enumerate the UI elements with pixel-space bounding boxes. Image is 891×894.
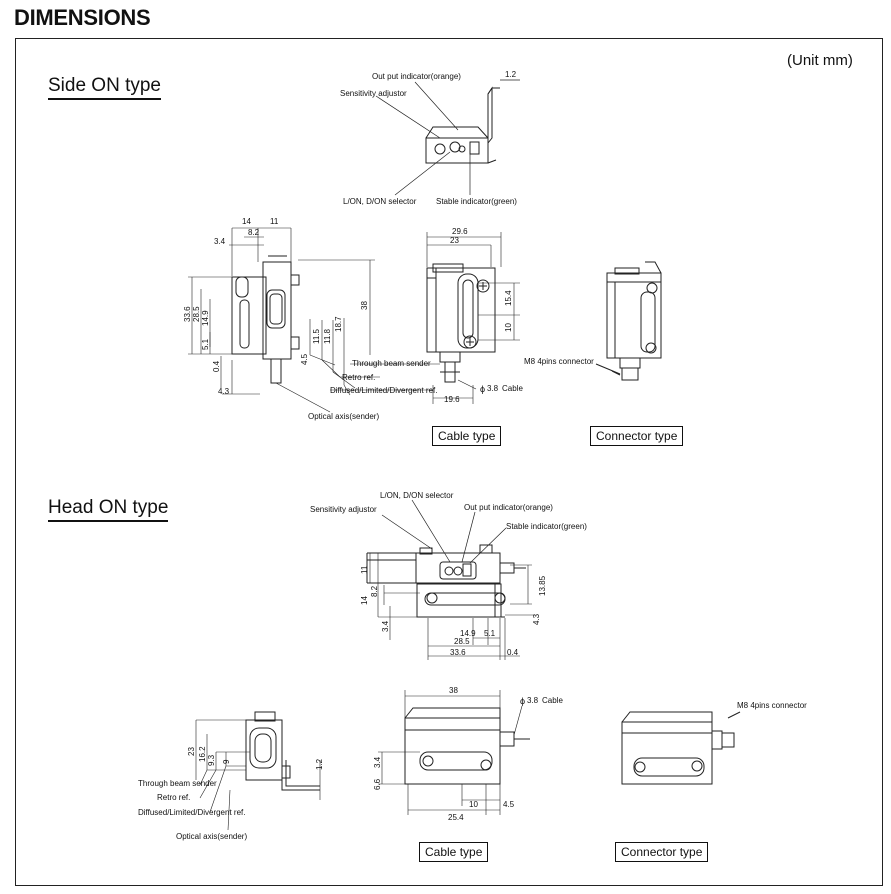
head-dim-38: 38: [449, 686, 458, 695]
side-connector-type-caption: Connector type: [590, 426, 684, 446]
side-dim-14-9: 14.9: [201, 310, 210, 326]
side-dim-0-4: 0.4: [212, 360, 221, 372]
side-dim-23: 23: [450, 236, 459, 245]
head-on-connector-type-view: [621, 711, 741, 785]
head-dim-4-5: 4.5: [503, 800, 515, 809]
side-dim-8-2: 8.2: [248, 228, 260, 237]
head-through-beam-label: Through beam sender: [138, 779, 217, 788]
side-selector-label: L/ON, D/ON selector: [343, 197, 417, 206]
side-cable-type-caption: Cable type: [432, 426, 502, 446]
head-dim-14-9: 14.9: [460, 629, 476, 638]
side-optical-axis-label: Optical axis(sender): [308, 412, 379, 421]
side-on-callout-leaders: [375, 79, 520, 196]
side-dim-19-6: 19.6: [444, 395, 460, 404]
head-on-top-view: [366, 544, 526, 618]
head-cable-dia: 3.8: [527, 696, 539, 705]
side-output-indicator-label: Out put indicator(orange): [372, 72, 461, 81]
head-dim-6-6: 6.6: [373, 778, 382, 790]
head-on-top-dimension-lines: [369, 553, 535, 660]
head-dim-5-1: 5.1: [484, 629, 496, 638]
side-m8-label: M8 4pins connector: [524, 357, 594, 366]
head-dim-9: 9: [222, 759, 231, 764]
head-dim-9-3: 9.3: [207, 754, 216, 766]
head-selector-label: L/ON, D/ON selector: [380, 491, 454, 500]
side-through-beam-label: Through beam sender: [352, 359, 431, 368]
drawing-frame: [15, 38, 883, 886]
side-dim-4-5: 4.5: [300, 353, 309, 365]
side-dim-3-4: 3.4: [214, 237, 226, 246]
head-cable-label: Cable: [542, 696, 563, 705]
side-on-cable-dimension-lines: [426, 232, 520, 404]
side-cable-label: Cable: [502, 384, 523, 393]
head-on-side-dimension-lines: [195, 719, 321, 831]
side-dim-10: 10: [504, 323, 513, 332]
head-sensitivity-adjustor-label: Sensitivity adjustor: [310, 505, 377, 514]
side-on-perspective-sketch: [425, 86, 500, 164]
head-on-cable-dimension-lines: [378, 690, 523, 815]
side-dim-4-3: 4.3: [218, 387, 230, 396]
unit-note: (Unit mm): [787, 52, 853, 69]
head-dim-33-6: 33.6: [450, 648, 466, 657]
section-heading-side-on: Side ON type: [48, 75, 161, 100]
side-on-front-view: [231, 255, 300, 384]
head-cable-dia-symbol: ϕ: [520, 696, 525, 706]
side-dim-38: 38: [360, 301, 369, 310]
head-dim-4-3: 4.3: [532, 613, 541, 625]
head-optical-axis-label: Optical axis(sender): [176, 832, 247, 841]
head-dim-23: 23: [187, 747, 196, 756]
side-dim-1-2: 1.2: [505, 70, 517, 79]
side-dim-14: 14: [242, 217, 251, 226]
head-dim-28-5: 28.5: [454, 637, 470, 646]
head-dim-3-4-cable: 3.4: [373, 756, 382, 768]
side-dim-33-6: 33.6: [183, 306, 192, 322]
head-dim-1-2: 1.2: [315, 758, 324, 770]
side-dim-18-7: 18.7: [334, 316, 343, 332]
head-dim-10: 10: [469, 800, 478, 809]
side-dim-11-5: 11.5: [312, 328, 321, 344]
head-retro-label: Retro ref.: [157, 793, 190, 802]
head-stable-indicator-label: Stable indicator(green): [506, 522, 587, 531]
side-cable-dia-symbol: ϕ: [480, 384, 485, 394]
head-diffused-label: Diffused/Limited/Divergent ref.: [138, 808, 245, 817]
side-stable-indicator-label: Stable indicator(green): [436, 197, 517, 206]
head-dim-14: 14: [360, 596, 369, 605]
head-m8-label: M8 4pins connector: [737, 701, 807, 710]
head-dim-13-85: 13.85: [538, 575, 547, 596]
head-dim-11: 11: [360, 565, 369, 574]
head-dim-3-4: 3.4: [381, 620, 390, 632]
side-on-front-dimension-lines: [188, 227, 440, 413]
page-title: DIMENSIONS: [14, 5, 151, 30]
head-on-callout-leaders: [381, 499, 507, 564]
side-retro-label: Retro ref.: [342, 373, 375, 382]
side-dim-29-6: 29.6: [452, 227, 468, 236]
side-diffused-label: Diffused/Limited/Divergent ref.: [330, 386, 437, 395]
head-dim-8-2: 8.2: [370, 585, 379, 597]
side-sensitivity-adjustor-label: Sensitivity adjustor: [340, 89, 407, 98]
side-dim-28-5: 28.5: [192, 306, 201, 322]
side-dim-11: 11: [270, 217, 279, 226]
head-connector-type-caption: Connector type: [615, 842, 709, 862]
head-dim-25-4: 25.4: [448, 813, 464, 822]
side-dim-15-4: 15.4: [504, 290, 513, 306]
side-cable-dia: 3.8: [487, 384, 499, 393]
head-on-side-view: [245, 711, 320, 791]
side-on-connector-type-view: [595, 261, 662, 381]
side-dim-5-1: 5.1: [201, 338, 210, 350]
section-heading-head-on: Head ON type: [48, 497, 169, 522]
head-output-indicator-label: Out put indicator(orange): [464, 503, 553, 512]
side-dim-11-8: 11.8: [323, 328, 332, 344]
head-dim-0-4: 0.4: [507, 648, 519, 657]
head-dim-16-2: 16.2: [198, 746, 207, 762]
head-on-cable-type-view: [404, 707, 530, 785]
side-on-cable-type-view: [426, 263, 496, 383]
head-cable-type-caption: Cable type: [419, 842, 489, 862]
